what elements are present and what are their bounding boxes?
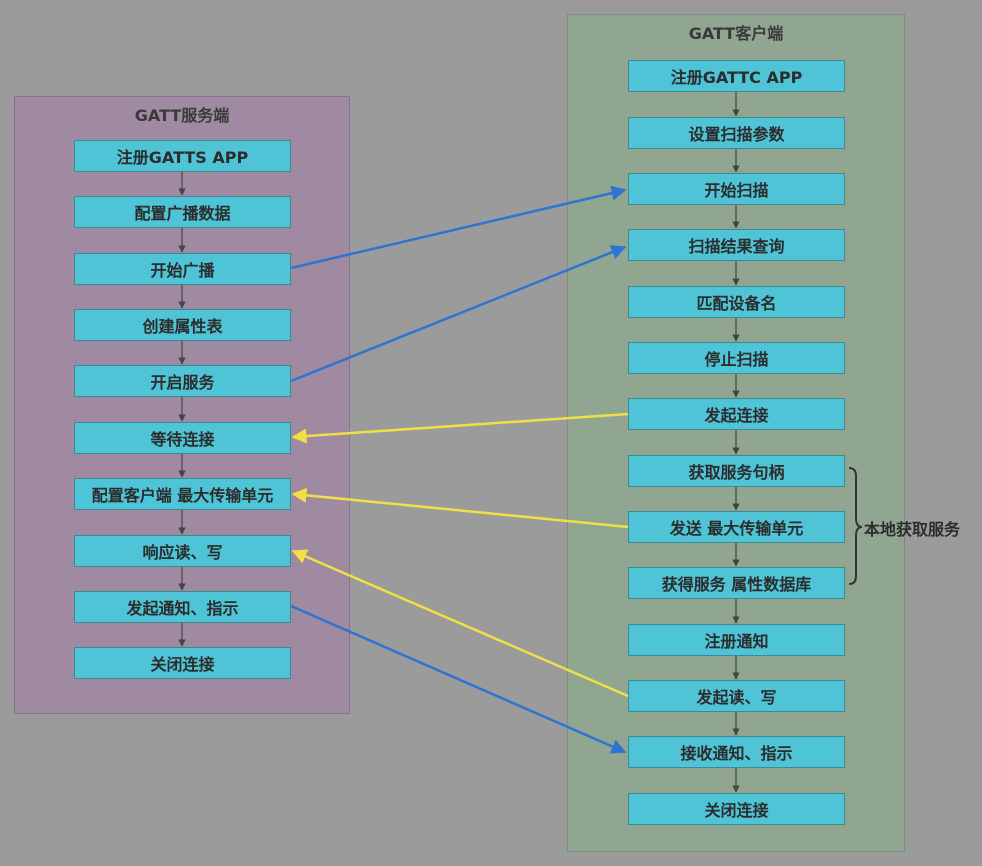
client-step-connect: 发起连接 <box>628 398 845 430</box>
server-step-config-mtu: 配置客户端 最大传输单元 <box>74 478 291 510</box>
client-step-match-name: 匹配设备名 <box>628 286 845 318</box>
client-step-get-attr-db: 获得服务 属性数据库 <box>628 567 845 599</box>
client-step-send-mtu: 发送 最大传输单元 <box>628 511 845 543</box>
arrow-adv-to-scan <box>290 185 627 270</box>
client-step-register-app: 注册GATTC APP <box>628 60 845 92</box>
client-step-receive-notify: 接收通知、指示 <box>628 736 845 768</box>
server-step-close-connect: 关闭连接 <box>74 647 291 679</box>
server-panel-title: GATT服务端 <box>134 106 230 125</box>
server-step-register-app: 注册GATTS APP <box>74 140 291 172</box>
server-step-send-notify: 发起通知、指示 <box>74 591 291 623</box>
client-step-register-notify: 注册通知 <box>628 624 845 656</box>
client-step-scan-result: 扫描结果查询 <box>628 229 845 261</box>
local-service-group-label: 本地获取服务 <box>864 520 961 539</box>
server-step-start-adv: 开始广播 <box>74 253 291 285</box>
client-step-scan-params: 设置扫描参数 <box>628 117 845 149</box>
client-step-stop-scan: 停止扫描 <box>628 342 845 374</box>
arrow-connect-to-wait <box>291 412 629 444</box>
client-step-get-service-handle: 获取服务句柄 <box>628 455 845 487</box>
server-step-start-service: 开启服务 <box>74 365 291 397</box>
arrow-notify-to-receive <box>290 604 627 754</box>
arrow-mtu-to-config <box>291 487 629 529</box>
server-step-create-attr-table: 创建属性表 <box>74 309 291 341</box>
arrow-rw-to-respond <box>291 549 629 698</box>
server-step-wait-connect: 等待连接 <box>74 422 291 454</box>
group-brace <box>848 467 863 585</box>
arrow-service-to-scan-result <box>290 245 627 383</box>
client-step-start-scan: 开始扫描 <box>628 173 845 205</box>
server-step-respond-rw: 响应读、写 <box>74 535 291 567</box>
client-step-read-write: 发起读、写 <box>628 680 845 712</box>
client-panel-title: GATT客户端 <box>688 24 784 43</box>
server-step-config-adv-data: 配置广播数据 <box>74 196 291 228</box>
client-step-close-connect: 关闭连接 <box>628 793 845 825</box>
